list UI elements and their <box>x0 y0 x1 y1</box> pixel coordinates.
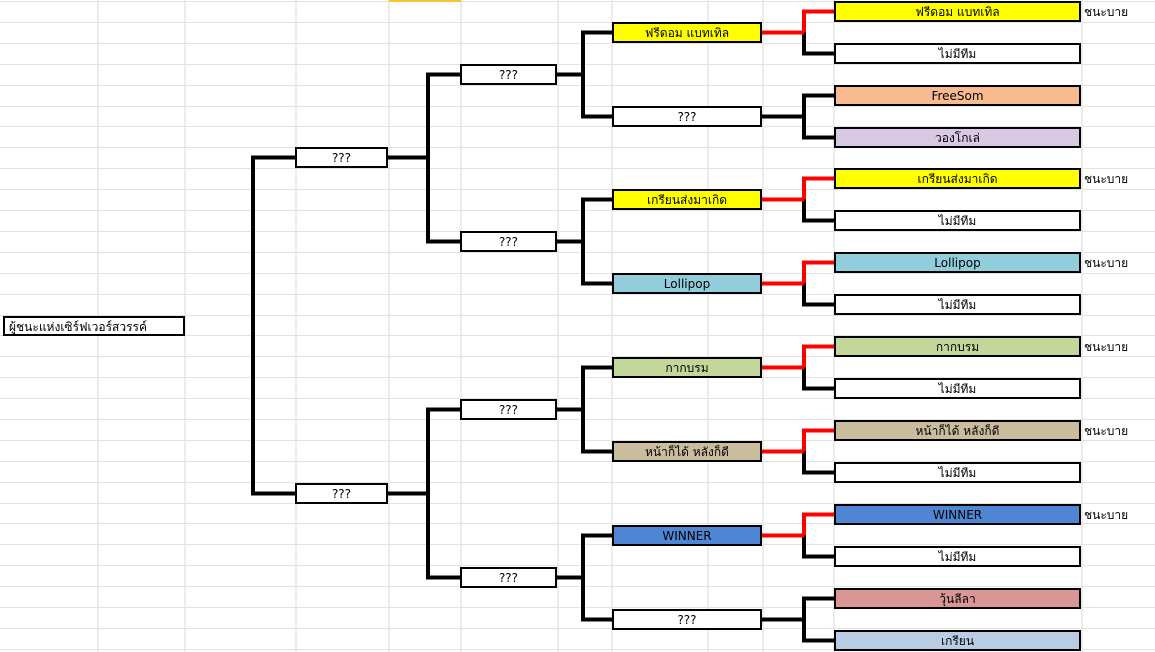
round1-connector-1-bottom <box>802 116 834 140</box>
round2-team-box-label: กากบรม <box>665 361 709 375</box>
round1-team-box: หน้าก็ได้ หลังก็ดี <box>834 420 1081 441</box>
round2-team-box-label: หน้าก็ได้ หลังก็ดี <box>645 445 729 459</box>
champion-title-box: ผู้ชนะแห่งเซิร์ฟเวอร์สวรรค์ <box>3 316 185 336</box>
round1-team-box-label: ไม่มีทีม <box>938 47 977 61</box>
round4-team-box-label: ??? <box>331 151 352 165</box>
round1-team-box-label: กากบรม <box>935 340 980 354</box>
round2-team-box-label: เกรียนส่งมาเกิด <box>646 193 728 207</box>
round1-connector-1-top <box>802 93 834 117</box>
round1-connector-2-top <box>802 176 834 200</box>
round2-team-box: กากบรม <box>612 357 762 378</box>
final-connector <box>251 155 295 496</box>
round2-connector-3-top <box>581 533 612 578</box>
round1-connector-5-bottom <box>802 451 834 475</box>
round2-team-box: ??? <box>612 106 762 127</box>
champion-title-text: ผู้ชนะแห่งเซิร์ฟเวอร์สวรรค์ <box>9 320 147 334</box>
round1-connector-3-bottom <box>802 283 834 307</box>
round1-connector-3-top <box>802 260 834 284</box>
round3-connector-1-bottom <box>426 493 460 580</box>
round1-team-box: กากบรม <box>834 336 1081 357</box>
round1-team-box: ไม่มีทีม <box>834 43 1081 64</box>
round1-team-box: ไม่มีทีม <box>834 462 1081 483</box>
round2-connector-0-top <box>581 30 612 75</box>
round3-team-box: ??? <box>460 231 557 252</box>
round1-team-box-label: เกรียนส่งมาเกิด <box>917 172 998 186</box>
round1-connector-5-top <box>802 428 834 452</box>
bye-label: ชนะบาย <box>1084 256 1129 270</box>
round4-team-box-label: ??? <box>331 487 352 501</box>
round1-team-box: วุ้นลีลา <box>834 588 1081 609</box>
round1-connector-6-bottom <box>802 535 834 559</box>
round2-connector-0-bottom <box>581 74 612 119</box>
round2-team-box: Lollipop <box>612 273 762 294</box>
round3-team-box-label: ??? <box>498 68 519 82</box>
round1-team-box-label: เกรียน <box>940 634 975 648</box>
round1-team-box: ไม่มีทีม <box>834 378 1081 399</box>
bye-label: ชนะบาย <box>1084 340 1129 354</box>
round1-team-box-label: Lollipop <box>934 256 981 270</box>
round2-team-box-label: Lollipop <box>663 277 711 291</box>
round1-team-box: ไม่มีทีม <box>834 210 1081 231</box>
round1-team-box-label: ฟรีดอม แบทเทิล <box>915 5 1000 19</box>
round2-team-box: WINNER <box>612 525 762 546</box>
round1-team-box: ฟรีดอม แบทเทิล <box>834 1 1081 22</box>
round2-connector-2-bottom <box>581 409 612 454</box>
round2-team-box-label: ฟรีดอม แบทเทิล <box>644 26 730 40</box>
bye-label: ชนะบาย <box>1084 172 1129 186</box>
round2-team-box: หน้าก็ได้ หลังก็ดี <box>612 441 762 462</box>
round2-team-box: ??? <box>612 609 762 630</box>
round1-team-box: เกรียนส่งมาเกิด <box>834 168 1081 189</box>
round1-team-box-label: WINNER <box>932 508 983 522</box>
round1-team-box: FreeSom <box>834 85 1081 106</box>
round1-connector-7-bottom <box>802 619 834 643</box>
round1-team-box: ไม่มีทีม <box>834 294 1081 315</box>
round2-connector-1-top <box>581 197 612 242</box>
bye-label: ชนะบาย <box>1084 508 1129 522</box>
round1-connector-7-top <box>802 596 834 620</box>
round4-team-box: ??? <box>295 483 388 504</box>
round2-team-box-label: ??? <box>677 110 697 124</box>
round3-team-box-label: ??? <box>498 235 519 249</box>
round1-team-box: ไม่มีทีม <box>834 546 1081 567</box>
round3-team-box: ??? <box>460 567 557 588</box>
selected-column-indicator <box>389 0 461 2</box>
round2-team-box: ฟรีดอม แบทเทิล <box>612 22 762 43</box>
round3-team-box-label: ??? <box>498 403 519 417</box>
round2-team-box-label: ??? <box>677 613 697 627</box>
round1-team-box-label: วองโกเล่ <box>935 131 980 145</box>
round1-connector-2-bottom <box>802 199 834 223</box>
round3-team-box: ??? <box>460 64 557 85</box>
round1-team-box: วองโกเล่ <box>834 127 1081 148</box>
round1-connector-0-top <box>802 9 834 33</box>
round1-team-box-label: ไม่มีทีม <box>938 214 977 228</box>
round1-team-box-label: ไม่มีทีม <box>938 382 977 396</box>
round1-team-box-label: FreeSom <box>931 89 984 103</box>
round3-connector-1-top <box>426 407 460 494</box>
round3-connector-0-bottom <box>426 157 460 244</box>
round2-team-box: เกรียนส่งมาเกิด <box>612 189 762 210</box>
round1-team-box: WINNER <box>834 504 1081 525</box>
round1-team-box-label: ไม่มีทีม <box>938 550 977 564</box>
round1-team-box-label: ไม่มีทีม <box>938 298 977 312</box>
round1-connector-4-top <box>802 344 834 368</box>
round3-team-box-label: ??? <box>498 571 519 585</box>
bye-label: ชนะบาย <box>1084 424 1129 438</box>
round3-team-box: ??? <box>460 399 557 420</box>
round1-team-box-label: วุ้นลีลา <box>939 592 976 606</box>
round1-connector-6-top <box>802 512 834 536</box>
round2-connector-1-bottom <box>581 241 612 286</box>
round1-connector-0-bottom <box>802 32 834 56</box>
round1-connector-4-bottom <box>802 367 834 391</box>
round1-team-box-label: หน้าก็ได้ หลังก็ดี <box>915 424 1000 438</box>
round1-team-box: เกรียน <box>834 630 1081 651</box>
round1-team-box: Lollipop <box>834 252 1081 273</box>
round1-team-box-label: ไม่มีทีม <box>938 466 977 480</box>
round2-connector-3-bottom <box>581 577 612 622</box>
round4-team-box: ??? <box>295 147 388 168</box>
round2-team-box-label: WINNER <box>662 529 712 543</box>
round2-connector-2-top <box>581 365 612 410</box>
round3-connector-0-top <box>426 72 460 158</box>
bye-label: ชนะบาย <box>1084 5 1129 19</box>
